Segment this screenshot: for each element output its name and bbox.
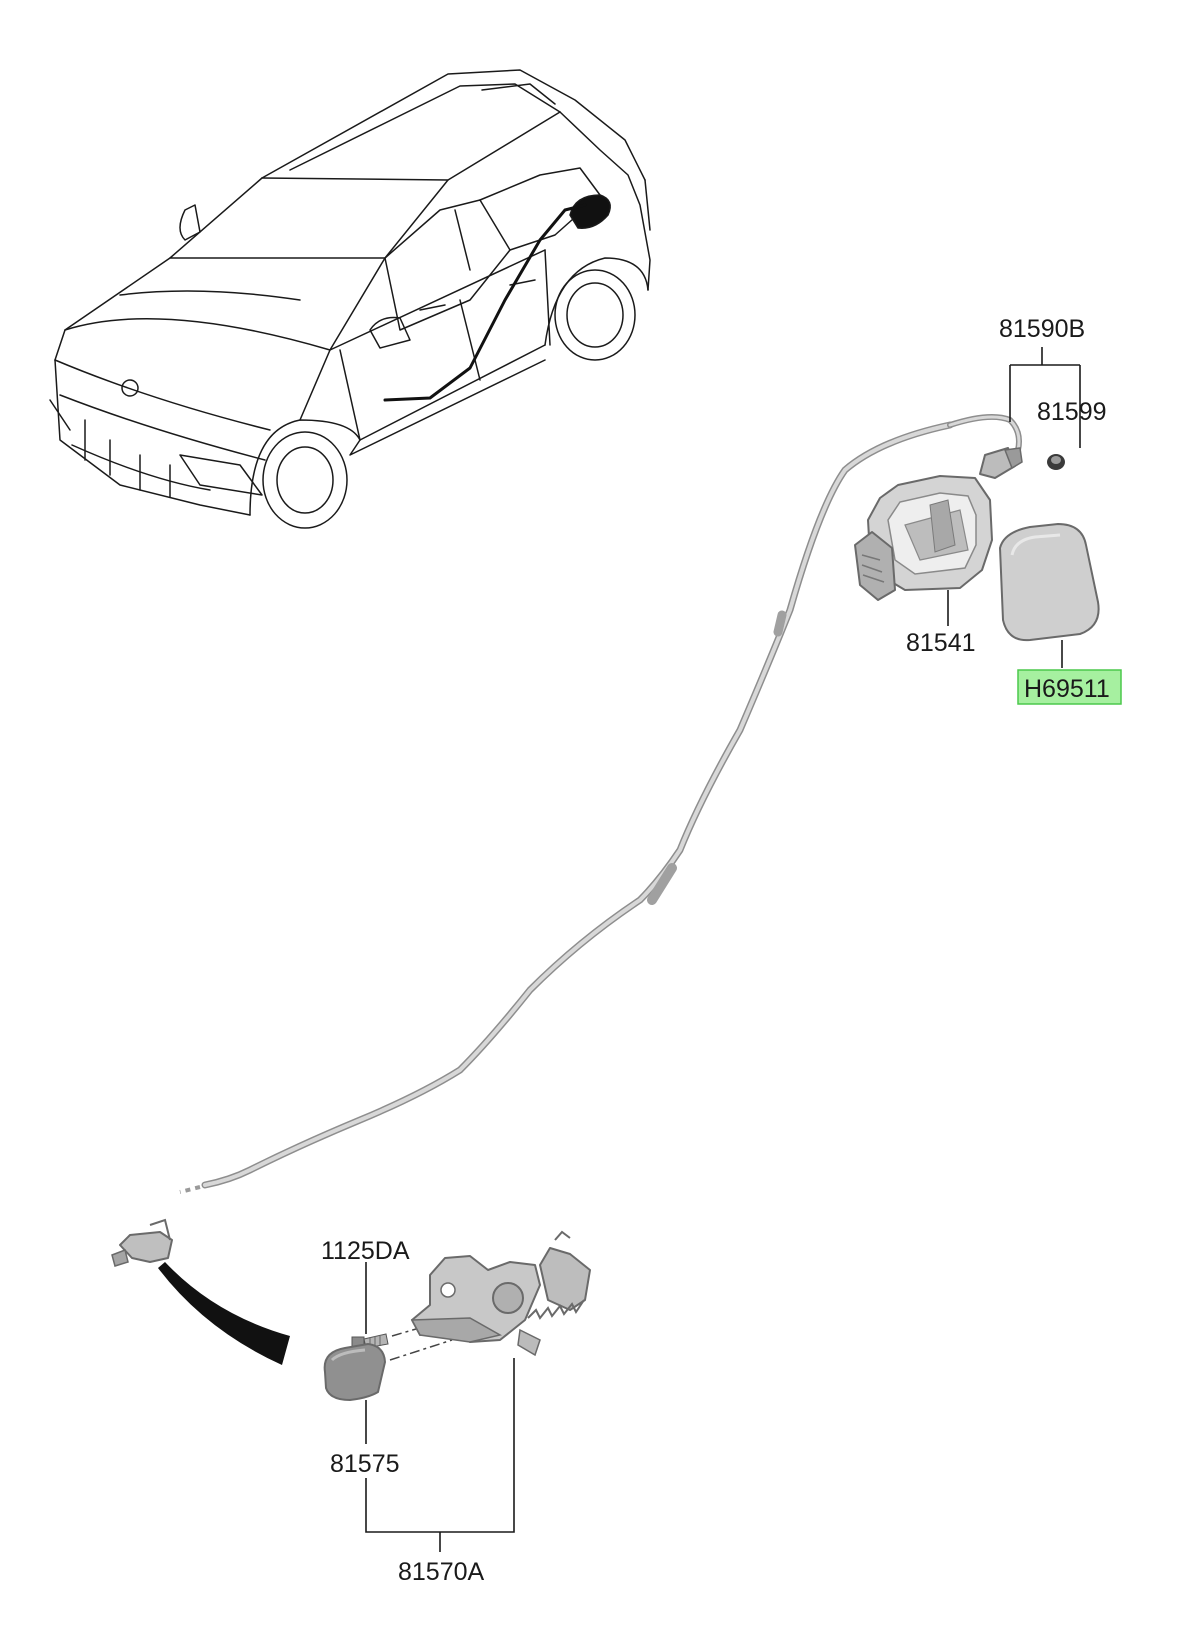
release-handle-icon — [323, 1343, 386, 1401]
label-81590B: 81590B — [999, 315, 1085, 343]
leader-lines — [365, 347, 1081, 1552]
label-81599: 81599 — [1037, 398, 1107, 426]
label-1125DA: 1125DA — [321, 1237, 410, 1265]
label-81570A: 81570A — [398, 1558, 485, 1586]
handle-axis-line — [389, 1339, 453, 1361]
label-81575: 81575 — [330, 1450, 400, 1478]
latch-assembly-icon — [410, 1230, 591, 1357]
label-81541: 81541 — [906, 629, 976, 657]
detail-pointer-wedge — [158, 1262, 290, 1365]
label-H69511: H69511 — [1024, 675, 1110, 703]
grommet-icon — [1047, 454, 1065, 470]
charge-door-housing-icon — [854, 475, 993, 601]
charge-door-lid-icon — [999, 523, 1100, 642]
label-H69511-highlight — [1017, 669, 1122, 705]
actuator-connector-icon — [979, 447, 1023, 479]
vehicle-outline-icon — [49, 69, 651, 529]
cable-end-bracket-icon — [111, 1218, 173, 1267]
